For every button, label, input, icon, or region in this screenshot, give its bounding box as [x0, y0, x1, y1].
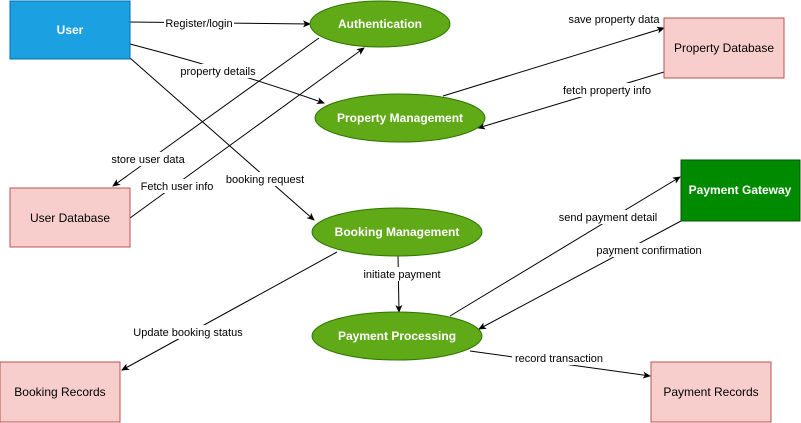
label-property-details: property details	[180, 66, 256, 78]
node-payment-processing-label: Payment Processing	[338, 329, 456, 343]
edge-payment-confirmation	[478, 220, 682, 330]
edge-initiate-payment	[395, 255, 403, 313]
node-authentication[interactable]: Authentication	[309, 0, 451, 48]
label-fetch-property-info: fetch property info	[563, 85, 651, 97]
label-save-property-data: save property data	[568, 14, 660, 26]
edge-booking-request	[129, 57, 315, 221]
label-send-payment-detail: send payment detail	[559, 212, 657, 224]
label-booking-request: booking request	[226, 174, 304, 186]
label-record-transaction: record transaction	[515, 353, 603, 365]
node-payment-processing[interactable]: Payment Processing	[311, 311, 483, 361]
label-fetch-user-info: Fetch user info	[141, 181, 214, 193]
label-initiate-payment: initiate payment	[363, 269, 440, 281]
node-user-label: User	[57, 23, 84, 37]
node-property-management-label: Property Management	[337, 111, 463, 125]
node-booking-management-label: Booking Management	[335, 225, 460, 239]
node-booking-records-label: Booking Records	[14, 385, 105, 399]
node-property-database[interactable]: Property Database	[663, 17, 785, 79]
label-store-user-data: store user data	[111, 154, 185, 166]
node-user-database-label: User Database	[30, 211, 110, 225]
label-register-login: Register/login	[165, 18, 232, 30]
node-user[interactable]: User	[9, 0, 131, 60]
node-payment-gateway-label: Payment Gateway	[689, 183, 792, 197]
node-payment-gateway[interactable]: Payment Gateway	[680, 159, 801, 222]
node-payment-records[interactable]: Payment Records	[650, 361, 772, 423]
label-update-booking-status: Update booking status	[133, 327, 243, 339]
edge-save-property-data	[442, 26, 665, 97]
node-booking-records[interactable]: Booking Records	[0, 361, 121, 423]
edge-labels: Register/login property details booking …	[109, 12, 704, 365]
label-payment-confirmation: payment confirmation	[596, 245, 701, 257]
node-booking-management[interactable]: Booking Management	[311, 207, 483, 257]
node-payment-records-label: Payment Records	[663, 385, 758, 399]
node-property-database-label: Property Database	[674, 41, 774, 55]
node-property-management[interactable]: Property Management	[314, 93, 486, 143]
node-authentication-label: Authentication	[338, 17, 422, 31]
edge-update-booking-status	[121, 251, 338, 371]
node-user-database[interactable]: User Database	[9, 187, 131, 248]
edge-fetch-property-info	[477, 71, 665, 130]
edge-send-payment-detail	[449, 176, 681, 317]
